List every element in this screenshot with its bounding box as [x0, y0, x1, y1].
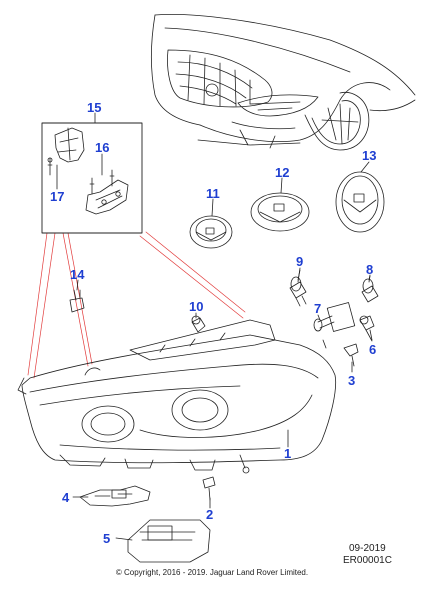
callout-2: 2 [206, 507, 214, 522]
grommet-12 [250, 192, 310, 232]
bulb-9 [289, 269, 307, 307]
callout-12: 12 [275, 165, 290, 180]
bracket-4 [79, 485, 151, 507]
callout-1: 1 [284, 446, 292, 461]
diagram-code: ER00001C [343, 555, 392, 566]
callout-13: 13 [362, 148, 377, 163]
callout-8: 8 [366, 262, 374, 277]
clip-14 [69, 289, 85, 313]
bulb-6 [359, 315, 375, 341]
bulb-8 [361, 275, 379, 303]
leader-lines [27, 231, 246, 379]
bracket-assembly [47, 127, 129, 215]
bulb-7 [313, 302, 356, 349]
grommet-13 [335, 171, 385, 233]
callout-10: 10 [189, 299, 204, 314]
callout-7: 7 [314, 301, 322, 316]
car-front-illustration [150, 13, 416, 151]
callout-6: 6 [369, 342, 377, 357]
screw-2 [202, 476, 216, 501]
callout-14: 14 [70, 267, 85, 282]
diagram-date: 09-2019 [349, 543, 386, 554]
callout-9: 9 [296, 254, 304, 269]
copyright-notice: © Copyright, 2016 - 2019. Jaguar Land Ro… [115, 568, 309, 577]
clip-3 [343, 343, 359, 367]
control-module-5 [127, 519, 211, 563]
callout-leaders [56, 112, 373, 541]
headlamp-assembly [17, 319, 337, 474]
callout-4: 4 [62, 490, 70, 505]
bulb-10 [191, 315, 206, 333]
callout-17: 17 [50, 189, 65, 204]
callout-11: 11 [206, 186, 220, 201]
callout-5: 5 [103, 531, 111, 546]
inset-box [41, 122, 143, 234]
grommet-11 [189, 215, 233, 249]
callout-3: 3 [348, 373, 356, 388]
callout-15: 15 [87, 100, 102, 115]
callout-16: 16 [95, 140, 110, 155]
